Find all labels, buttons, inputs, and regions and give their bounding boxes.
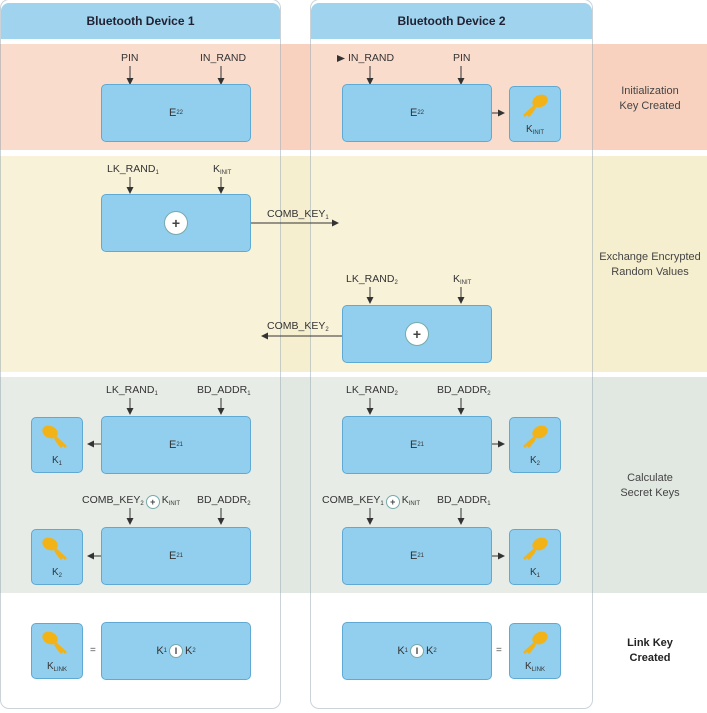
d2-r1-in2-label: BD_ADDR2 bbox=[437, 384, 491, 397]
d1-r1-in2-label: BD_ADDR1 bbox=[197, 384, 251, 397]
d1-xor-box: + bbox=[101, 194, 251, 252]
d2-equals: = bbox=[496, 645, 502, 656]
d2-kinit-in-label: KINIT bbox=[453, 273, 472, 286]
d1-k2-box: K2 bbox=[31, 529, 83, 585]
key-icon bbox=[42, 631, 67, 654]
d1-inrand-label: IN_RAND bbox=[200, 52, 247, 64]
d2-r2-in2-label: BD_ADDR1 bbox=[437, 494, 491, 507]
d2-inrand-marker bbox=[337, 55, 345, 62]
d1-equals: = bbox=[90, 645, 96, 656]
d1-pin-label: PIN bbox=[121, 52, 139, 64]
key-icon bbox=[42, 537, 67, 560]
d1-r2-in1-label: COMB_KEY2+KINIT bbox=[82, 494, 181, 509]
d2-klink-box: KLINK bbox=[509, 623, 561, 679]
d1-e22-sub: 22 bbox=[176, 110, 184, 116]
d2-r2-in1-label: COMB_KEY1+KINIT bbox=[322, 494, 421, 509]
d2-kinit-label: K bbox=[525, 124, 533, 135]
d1-e22-label: E bbox=[168, 107, 177, 119]
d2-kinit-sub: INIT bbox=[532, 130, 544, 136]
d2-k1-box: K1 bbox=[509, 529, 561, 585]
or-icon: I bbox=[410, 644, 424, 658]
device2-header: Bluetooth Device 2 bbox=[311, 3, 592, 39]
xor-icon: + bbox=[405, 322, 429, 346]
d1-r1-in1-label: LK_RAND1 bbox=[106, 384, 158, 397]
d1-r2-in2-label: BD_ADDR2 bbox=[197, 494, 251, 507]
device1-header: Bluetooth Device 1 bbox=[1, 3, 280, 39]
d2-inrand-label: IN_RAND bbox=[348, 52, 395, 64]
key-icon bbox=[523, 537, 548, 560]
d1-lkrand-label: LK_RAND1 bbox=[107, 163, 159, 176]
key-icon bbox=[523, 94, 548, 117]
d1-klink-box: KLINK bbox=[31, 623, 83, 679]
d2-xor-box: + bbox=[342, 305, 492, 363]
d1-k1-box: K1 bbox=[31, 417, 83, 473]
d2-kinit-box: KINIT bbox=[509, 86, 561, 142]
d2-k2-box: K2 bbox=[509, 417, 561, 473]
d2-e22-sub: 22 bbox=[417, 110, 425, 116]
d2-lkrand-label: LK_RAND2 bbox=[346, 273, 398, 286]
key-icon bbox=[42, 425, 67, 448]
key-icon bbox=[523, 425, 548, 448]
d1-kinit-in-label: KINIT bbox=[213, 163, 232, 176]
d2-pin-label: PIN bbox=[453, 52, 471, 64]
key-icon bbox=[523, 631, 548, 654]
d2-e22-label: E bbox=[409, 107, 418, 119]
xor-icon: + bbox=[164, 211, 188, 235]
comb-key1-label: COMB_KEY1 bbox=[267, 208, 329, 221]
comb-key2-label: COMB_KEY2 bbox=[267, 320, 329, 333]
or-icon: I bbox=[169, 644, 183, 658]
d2-r1-in1-label: LK_RAND2 bbox=[346, 384, 398, 397]
